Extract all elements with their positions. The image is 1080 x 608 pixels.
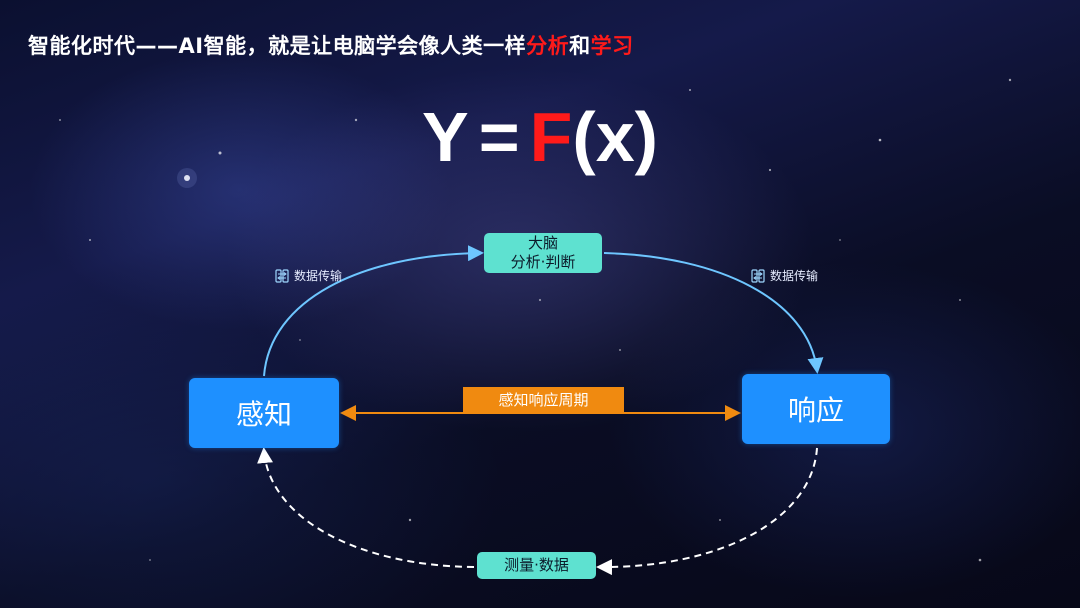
arrow-perceive-to-brain [263,245,484,377]
formula-x: (x) [572,98,658,176]
brain-title: 大脑 [527,234,558,252]
formula-equals: = [478,98,520,176]
respond-label: 响应 [787,394,844,427]
brain-subtitle: 分析·判断 [510,253,576,271]
cycle-label: 感知响应周期 [463,387,624,412]
measure-label: 测量·数据 [504,556,569,574]
title-highlight-learn: 学习 [590,34,634,58]
formula-y: Y [422,98,469,176]
measure-node: 测量·数据 [477,552,596,579]
formula: Y=F(x) [0,92,1080,182]
transfer-label-right: 数据传输 [751,267,818,284]
data-transfer-icon [275,268,289,283]
transfer-text-left: 数据传输 [294,269,343,283]
transfer-text-right: 数据传输 [770,269,819,283]
formula-f: F [529,98,573,176]
title-prefix: 智能化时代——AI智能，就是让电脑学会像人类一样 [28,34,527,58]
title-highlight-analyze: 分析 [526,34,570,58]
perceive-label: 感知 [235,398,292,431]
cycle-label-text: 感知响应周期 [498,391,589,409]
page-title: 智能化时代——AI智能，就是让电脑学会像人类一样分析和学习 [28,30,634,60]
arrow-brain-to-respond [603,252,824,374]
arrow-respond-to-measure [596,447,818,576]
transfer-label-left: 数据传输 [275,267,342,284]
respond-node: 响应 [742,374,890,444]
data-transfer-icon [751,268,765,283]
perceive-node: 感知 [189,378,339,448]
arrow-measure-to-perceive [257,447,475,568]
brain-node: 大脑 分析·判断 [484,233,602,273]
title-connector: 和 [569,34,591,58]
